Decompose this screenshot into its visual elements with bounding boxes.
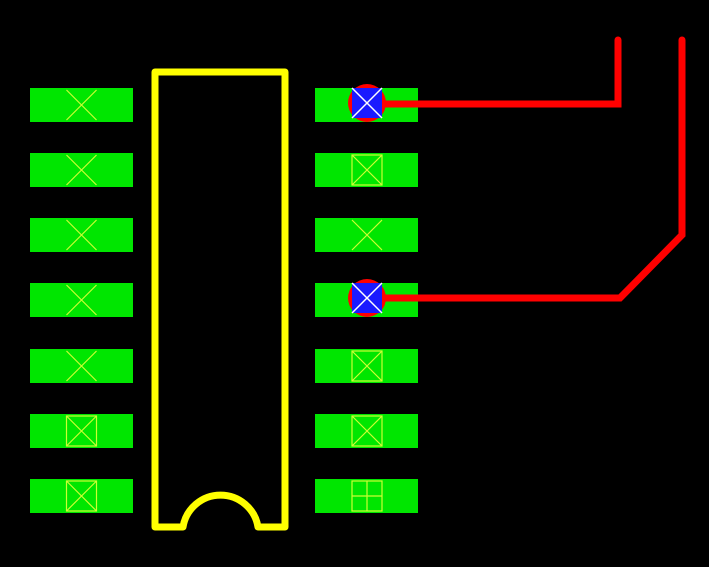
trace-pin-11	[363, 36, 686, 302]
pad-cross-pin-1	[66, 89, 97, 121]
trace-pin-14	[363, 36, 622, 108]
pad-box-pin-7	[65, 480, 98, 512]
pad-cross-pin-2	[66, 154, 97, 186]
pad-box-pin-10	[351, 350, 383, 382]
pad-cross-pin-5	[66, 350, 97, 382]
left-pad-column	[30, 88, 133, 513]
right-pad-column	[315, 88, 418, 513]
pad-cross-pin-10	[351, 350, 383, 382]
pad-cross-pin-4	[66, 284, 97, 316]
trace-layer	[363, 36, 686, 302]
pad-plus-pin-8	[352, 481, 382, 511]
pad-cross-pin-6	[66, 415, 97, 447]
pad-box-pin-13	[351, 154, 383, 186]
via-cross-pin-11	[351, 282, 383, 314]
ic-body-outline	[151, 68, 289, 531]
pad-box-pin-6	[65, 415, 98, 447]
pad-cross-pin-13	[351, 154, 383, 186]
pad-cross-pin-7	[66, 480, 97, 512]
via-layer	[348, 84, 386, 317]
pad-box-pin-9	[351, 415, 383, 447]
via-cross-pin-14	[351, 87, 383, 119]
pad-cross-pin-3	[66, 219, 97, 251]
pad-cross-pin-12	[351, 219, 383, 251]
pad-cross-pin-9	[351, 415, 383, 447]
